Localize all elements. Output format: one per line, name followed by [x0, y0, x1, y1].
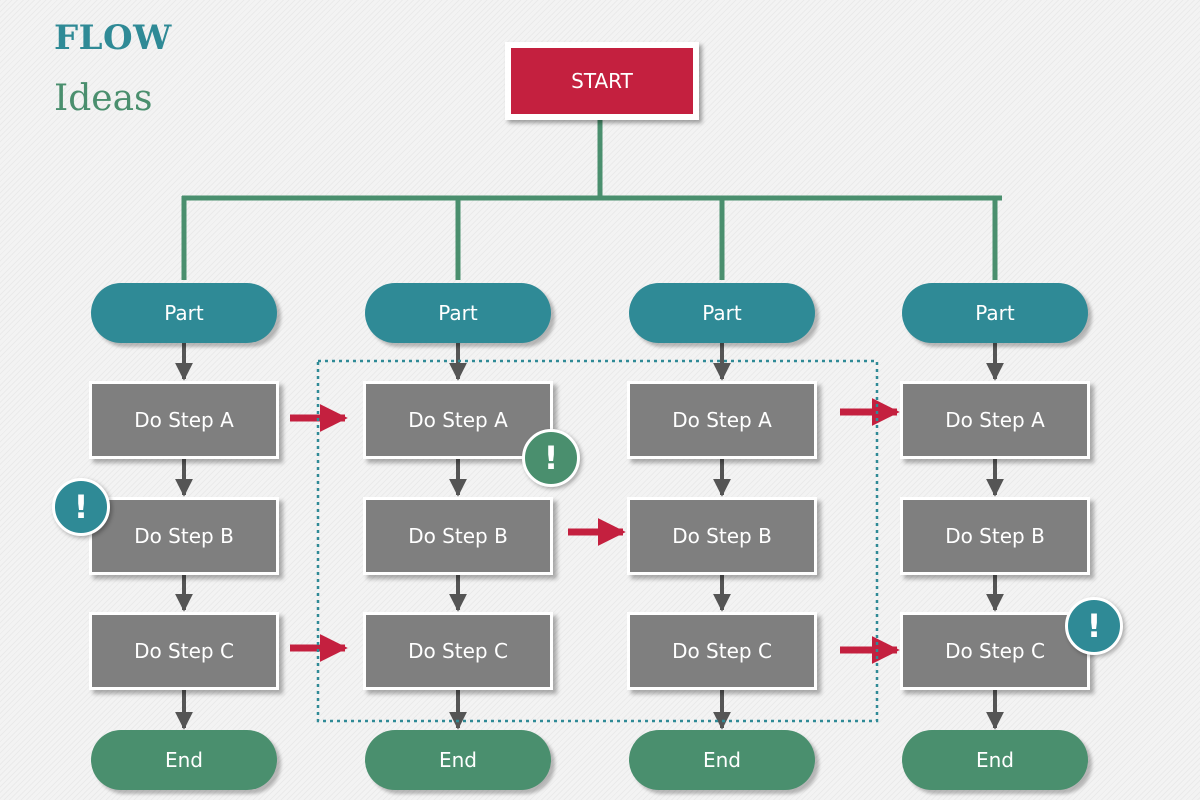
- end-node-4[interactable]: End: [902, 730, 1088, 790]
- diagram-title: FLOW: [54, 18, 172, 58]
- step-node-2-b[interactable]: Do Step B: [363, 497, 553, 575]
- diagram-subtitle: Ideas: [54, 78, 153, 119]
- exclamation-icon: !: [73, 488, 89, 526]
- exclamation-icon: !: [1086, 607, 1102, 645]
- part-node-4[interactable]: Part: [902, 283, 1088, 343]
- step-node-3-b-label: Do Step B: [672, 524, 772, 548]
- part-node-4-label: Part: [975, 301, 1015, 325]
- step-node-4-a-label: Do Step A: [945, 408, 1045, 432]
- end-node-2-label: End: [438, 748, 477, 772]
- step-node-1-a-label: Do Step A: [134, 408, 234, 432]
- end-node-1[interactable]: End: [91, 730, 277, 790]
- step-node-4-b[interactable]: Do Step B: [900, 497, 1090, 575]
- part-node-3[interactable]: Part: [629, 283, 815, 343]
- part-node-1[interactable]: Part: [91, 283, 277, 343]
- step-node-4-c[interactable]: Do Step C: [900, 612, 1090, 690]
- part-node-1-label: Part: [164, 301, 204, 325]
- dotted-group-outline: [316, 359, 879, 723]
- step-node-2-c-label: Do Step C: [408, 639, 508, 663]
- tree-connectors: [181, 120, 1002, 280]
- exclamation-icon: !: [543, 439, 559, 477]
- step-node-1-c[interactable]: Do Step C: [89, 612, 279, 690]
- step-node-1-c-label: Do Step C: [134, 639, 234, 663]
- alert-badge-1: !: [52, 478, 110, 536]
- step-node-2-a[interactable]: Do Step A: [363, 381, 553, 459]
- step-node-1-a[interactable]: Do Step A: [89, 381, 279, 459]
- step-node-2-a-label: Do Step A: [408, 408, 508, 432]
- part-node-2[interactable]: Part: [365, 283, 551, 343]
- end-node-2[interactable]: End: [365, 730, 551, 790]
- part-node-3-label: Part: [702, 301, 742, 325]
- step-node-2-b-label: Do Step B: [408, 524, 508, 548]
- alert-badge-2: !: [522, 429, 580, 487]
- start-node[interactable]: START: [505, 42, 699, 120]
- part-node-2-label: Part: [438, 301, 478, 325]
- end-node-3-label: End: [702, 748, 741, 772]
- step-node-3-c[interactable]: Do Step C: [627, 612, 817, 690]
- start-node-label: START: [571, 69, 633, 93]
- step-node-1-b-label: Do Step B: [134, 524, 234, 548]
- end-node-1-label: End: [164, 748, 203, 772]
- step-node-3-b[interactable]: Do Step B: [627, 497, 817, 575]
- step-node-4-b-label: Do Step B: [945, 524, 1045, 548]
- step-node-4-c-label: Do Step C: [945, 639, 1045, 663]
- end-node-4-label: End: [975, 748, 1014, 772]
- end-node-3[interactable]: End: [629, 730, 815, 790]
- step-node-2-c[interactable]: Do Step C: [363, 612, 553, 690]
- step-node-3-a-label: Do Step A: [672, 408, 772, 432]
- alert-badge-3: !: [1065, 597, 1123, 655]
- step-node-4-a[interactable]: Do Step A: [900, 381, 1090, 459]
- step-node-3-c-label: Do Step C: [672, 639, 772, 663]
- flow-arrows: [175, 343, 1004, 730]
- step-node-3-a[interactable]: Do Step A: [627, 381, 817, 459]
- step-node-1-b[interactable]: Do Step B: [89, 497, 279, 575]
